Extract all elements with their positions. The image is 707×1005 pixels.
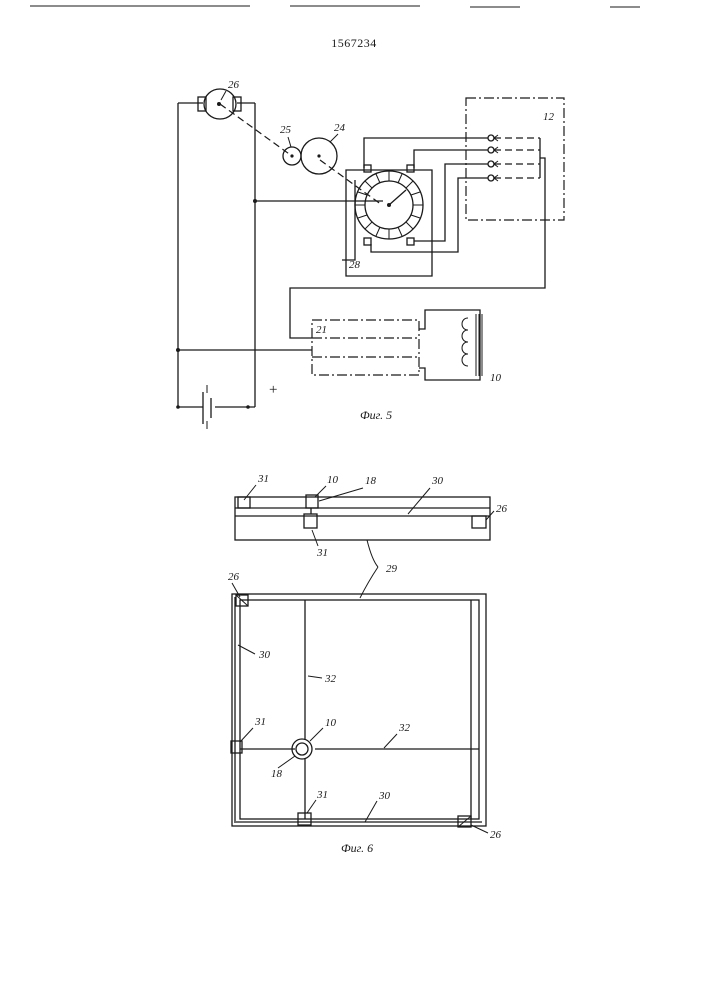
fig6-elevation-view [235, 495, 490, 540]
caption-fig-6: Фиг. 6 [341, 841, 373, 855]
label-transformer-10: 10 [490, 372, 502, 384]
label-plan-10: 10 [325, 717, 337, 729]
label-top-10: 10 [327, 474, 339, 486]
figure-6: 31 10 18 30 26 31 29 [228, 473, 508, 855]
transformer-10: 10 [419, 310, 502, 384]
patent-number: 1567234 [331, 36, 377, 50]
label-plan-18: 18 [271, 768, 283, 780]
label-ring-28: 28 [349, 259, 361, 271]
ring-to-terminals-wiring [364, 138, 488, 252]
label-top-18: 18 [365, 475, 377, 487]
label-coil-box-21: 21 [316, 324, 327, 336]
label-plan-32-horizontal: 32 [398, 722, 411, 734]
coil-box-21: 21 [312, 320, 419, 375]
supply-loop [176, 103, 255, 409]
label-plan-32-vertical: 32 [324, 673, 337, 685]
label-top-26: 26 [496, 503, 508, 515]
mechanical-link-gear [320, 160, 382, 205]
label-plan-31-bottom: 31 [316, 789, 328, 801]
plus-sign: + [269, 382, 277, 398]
label-gear-24: 24 [334, 122, 346, 134]
label-motor-26: 26 [228, 79, 240, 91]
elevation-block-26-right [472, 516, 486, 528]
label-29: 29 [386, 563, 398, 575]
label-plan-31-left: 31 [254, 716, 266, 728]
elevation-block-31-left [238, 497, 250, 508]
fig6-plan-view [231, 594, 486, 827]
figure-5: + 26 25 24 2 [176, 79, 564, 429]
caption-fig-5: Фиг. 5 [360, 408, 392, 422]
label-plan-30-left: 30 [258, 649, 271, 661]
label-block-12: 12 [543, 111, 555, 123]
label-plan-26-top: 26 [228, 571, 240, 583]
label-plan-30-bottom: 30 [378, 790, 391, 802]
label-top-31-left: 31 [257, 473, 269, 485]
label-gear-25: 25 [280, 124, 292, 136]
label-top-bottom-31: 31 [316, 547, 328, 559]
block-12: 12 [466, 98, 564, 220]
commutator-ring [355, 171, 423, 239]
top-rules [30, 6, 640, 7]
callout-29: 29 [360, 540, 398, 598]
gear-25 [283, 147, 301, 165]
block-12-terminals [290, 135, 545, 338]
gear-24 [301, 138, 337, 174]
label-plan-26-bottom: 26 [490, 829, 502, 841]
battery-symbol [203, 385, 211, 429]
label-top-30: 30 [431, 475, 444, 487]
